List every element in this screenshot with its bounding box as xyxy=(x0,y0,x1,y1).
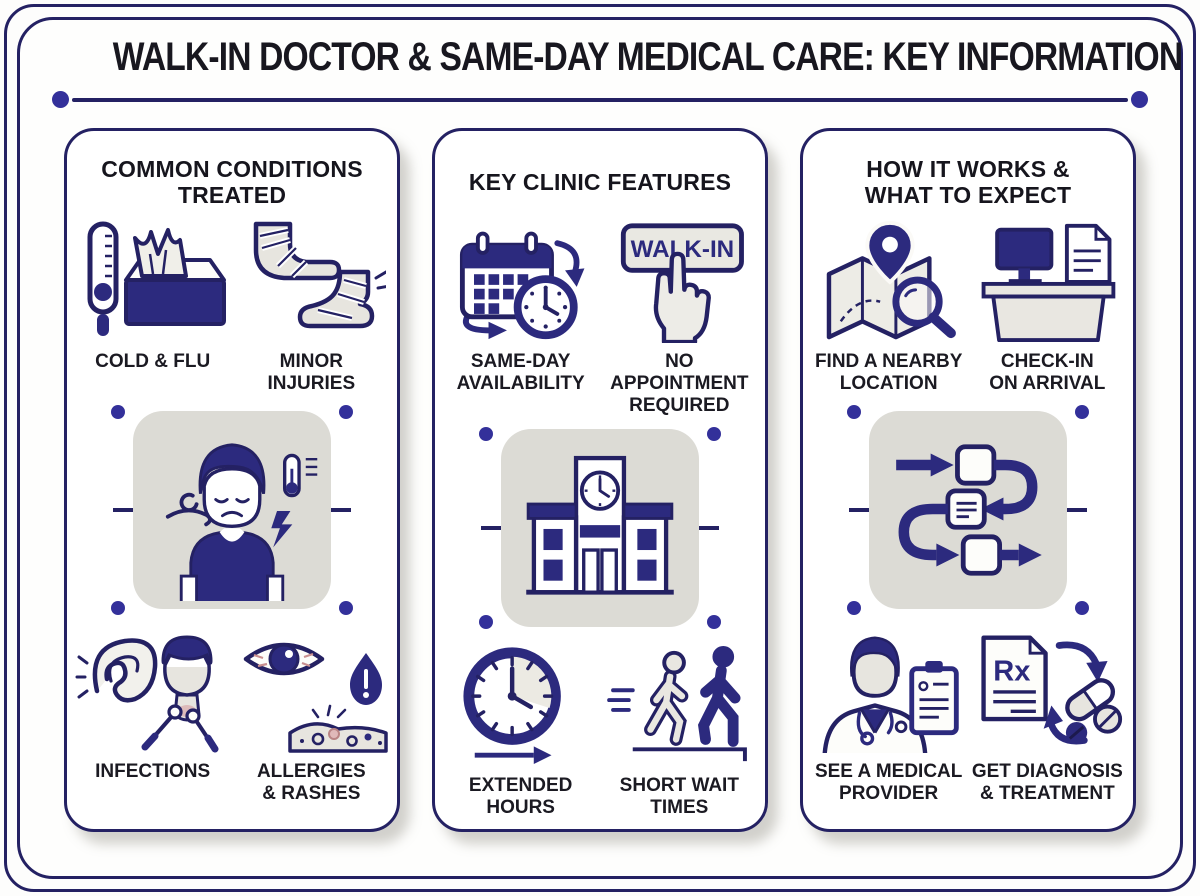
feature-item-same-day: SAME-DAY AVAILABILITY xyxy=(442,219,600,395)
divider-dot-left xyxy=(52,91,69,108)
card-clinic-features: KEY CLINIC FEATURES xyxy=(432,128,768,832)
feature-label: FIND A NEARBY LOCATION xyxy=(814,351,963,395)
feature-label: CHECK-IN ON ARRIVAL xyxy=(989,351,1106,395)
center-stage xyxy=(73,405,391,616)
card-common-conditions: COMMON CONDITIONS TREATED xyxy=(64,128,400,832)
center-stage xyxy=(441,427,759,629)
feature-item-short-wait: SHORT WAIT TIMES xyxy=(600,643,758,819)
corner-dot xyxy=(111,601,125,616)
feature-label: SHORT WAIT TIMES xyxy=(619,774,739,818)
corner-dot xyxy=(339,405,353,420)
corner-dot xyxy=(1075,601,1089,616)
feature-label: NO APPOINTMENT REQUIRED xyxy=(610,351,749,417)
stage-line-right xyxy=(321,508,351,513)
cards-row: COMMON CONDITIONS TREATED xyxy=(64,128,1136,832)
feature-item-find-location: FIND A NEARBY LOCATION xyxy=(810,219,968,395)
corner-dot xyxy=(479,614,493,629)
feature-label: SEE A MEDICAL PROVIDER xyxy=(814,761,963,805)
page-title: WALK-IN DOCTOR & SAME-DAY MEDICAL CARE: … xyxy=(112,35,1183,79)
calendar-clock-icon xyxy=(443,219,598,343)
irritated-eye-rash-icon xyxy=(234,629,389,753)
feature-item-diagnosis: Rx xyxy=(968,629,1126,805)
center-stage xyxy=(809,405,1127,616)
ear-throat-swab-icon xyxy=(75,629,230,753)
top-items-row: SAME-DAY AVAILABILITY WALK-IN NO APPOINT… xyxy=(441,219,759,417)
feature-label: SAME-DAY AVAILABILITY xyxy=(456,351,585,395)
clinic-building-illustration xyxy=(526,455,674,595)
feature-item-cold-flu: COLD & FLU xyxy=(74,219,232,373)
corner-dot xyxy=(479,427,493,442)
divider-line xyxy=(72,97,1128,102)
walk-in-button-hand-icon: WALK-IN xyxy=(602,219,757,343)
stage-line-left xyxy=(849,508,879,513)
card-header: KEY CLINIC FEATURES xyxy=(468,168,732,195)
clock-arrow-icon xyxy=(446,643,596,767)
feature-label: GET DIAGNOSIS & TREATMENT xyxy=(971,761,1123,805)
stage-line-left xyxy=(481,526,511,531)
feature-item-no-appointment: WALK-IN NO APPOINTMENT REQUIRED xyxy=(600,219,758,417)
corner-dot xyxy=(707,614,721,629)
process-flowchart-illustration xyxy=(896,444,1042,576)
feature-item-extended-hours: EXTENDED HOURS xyxy=(442,643,600,819)
map-pin-magnifier-icon xyxy=(814,219,964,343)
bandaged-foot-icon xyxy=(236,219,387,343)
bottom-items-row: SEE A MEDICAL PROVIDER Rx xyxy=(809,629,1127,805)
feature-label: EXTENDED HOURS xyxy=(468,774,573,818)
corner-dot xyxy=(847,601,861,616)
stage-line-left xyxy=(113,508,143,513)
bottom-items-row: EXTENDED HOURS xyxy=(441,643,759,819)
feature-item-infections: INFECTIONS xyxy=(74,629,232,783)
rx-symbol: Rx xyxy=(993,655,1030,687)
stage-line-right xyxy=(1057,508,1087,513)
feature-label: COLD & FLU xyxy=(95,351,211,372)
feature-item-allergies: ALLERGIES & RASHES xyxy=(232,629,390,805)
bottom-items-row: INFECTIONS xyxy=(73,629,391,805)
corner-dot xyxy=(847,405,861,420)
card-header: HOW IT WORKS & WHAT TO EXPECT xyxy=(864,155,1072,208)
sick-person-illustration xyxy=(165,443,318,602)
main-panel: WALK-IN DOCTOR & SAME-DAY MEDICAL CARE: … xyxy=(17,17,1183,879)
illustration-tile xyxy=(133,411,331,610)
feature-label: MINOR INJURIES xyxy=(267,351,356,395)
corner-dot xyxy=(339,601,353,616)
corner-dot xyxy=(1075,405,1089,420)
thermometer-tissue-box-icon xyxy=(78,219,228,343)
corner-dot xyxy=(707,427,721,442)
feature-item-minor-injuries: MINOR INJURIES xyxy=(232,219,390,395)
card-how-it-works: HOW IT WORKS & WHAT TO EXPECT xyxy=(800,128,1136,832)
walking-people-icon xyxy=(604,643,754,767)
feature-item-check-in: CHECK-IN ON ARRIVAL xyxy=(968,219,1126,395)
doctor-clipboard-icon xyxy=(811,629,966,754)
prescription-pills-icon: Rx xyxy=(970,629,1125,753)
feature-label: INFECTIONS xyxy=(95,761,211,783)
feature-label: ALLERGIES & RASHES xyxy=(256,761,366,805)
top-items-row: FIND A NEARBY LOCATION xyxy=(809,219,1127,395)
corner-dot xyxy=(111,405,125,420)
outer-border xyxy=(4,4,1196,892)
top-items-row: COLD & FLU xyxy=(73,219,391,395)
illustration-tile xyxy=(501,429,699,628)
divider-dot-right xyxy=(1131,91,1148,108)
feature-item-see-provider: SEE A MEDICAL PROVIDER xyxy=(810,629,968,805)
illustration-tile xyxy=(869,411,1067,610)
title-divider xyxy=(52,91,1148,108)
stage-line-right xyxy=(689,526,719,531)
reception-desk-icon xyxy=(970,219,1125,343)
card-header: COMMON CONDITIONS TREATED xyxy=(101,155,363,208)
